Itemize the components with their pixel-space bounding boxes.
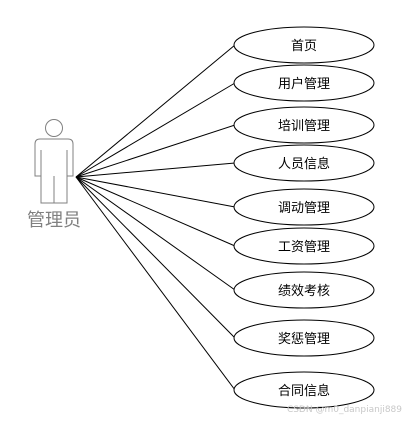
association-line-transfer-mgmt <box>75 176 236 208</box>
association-line-salary-mgmt <box>75 176 236 247</box>
use-case-training-mgmt: 培训管理 <box>233 106 375 144</box>
association-line-training-mgmt <box>75 124 236 178</box>
use-case-label: 培训管理 <box>278 118 330 134</box>
actor-name: 管理员 <box>27 210 81 231</box>
use-case-user-mgmt: 用户管理 <box>233 64 375 102</box>
use-case-contract-info: 合同信息 <box>233 371 375 409</box>
use-case-ellipse <box>233 319 375 357</box>
use-case-label: 人员信息 <box>278 156 330 172</box>
use-case-salary-mgmt: 工资管理 <box>233 227 375 265</box>
use-case-performance-eval: 绩效考核 <box>233 271 375 309</box>
association-line-performance-eval <box>75 176 236 291</box>
use-case-label: 用户管理 <box>278 76 330 92</box>
association-line-reward-punish-mgmt <box>75 176 236 339</box>
use-case-ellipse <box>233 144 375 182</box>
association-lines <box>75 44 236 391</box>
use-case-ellipse <box>233 371 375 409</box>
use-case-reward-punish-mgmt: 奖惩管理 <box>233 319 375 357</box>
use-case-label: 工资管理 <box>278 240 330 255</box>
association-line-user-mgmt <box>75 82 236 178</box>
use-case-ellipse <box>233 188 375 226</box>
use-case-label: 绩效考核 <box>278 284 330 299</box>
use-case-label: 奖惩管理 <box>278 332 330 347</box>
actor-admin: 管理员 <box>27 119 81 231</box>
use-case-home: 首页 <box>233 26 375 64</box>
use-case-ellipse <box>233 26 375 64</box>
use-case-ellipse <box>233 271 375 309</box>
watermark: CSDN @m0_danpianji889 <box>287 405 402 415</box>
use-case-ellipse <box>233 227 375 265</box>
use-case-ellipse <box>233 106 375 144</box>
association-line-home <box>75 44 236 178</box>
use-case-label: 首页 <box>291 39 317 54</box>
use-case-label: 合同信息 <box>278 383 330 399</box>
association-line-contract-info <box>75 176 236 391</box>
use-case-label: 调动管理 <box>278 201 330 216</box>
association-line-personnel-info <box>75 162 236 178</box>
use-case-ellipse <box>233 64 375 102</box>
use-case-personnel-info: 人员信息 <box>233 144 375 182</box>
actor-head <box>45 119 63 137</box>
actor-body <box>34 138 74 204</box>
use-case-transfer-mgmt: 调动管理 <box>233 188 375 226</box>
